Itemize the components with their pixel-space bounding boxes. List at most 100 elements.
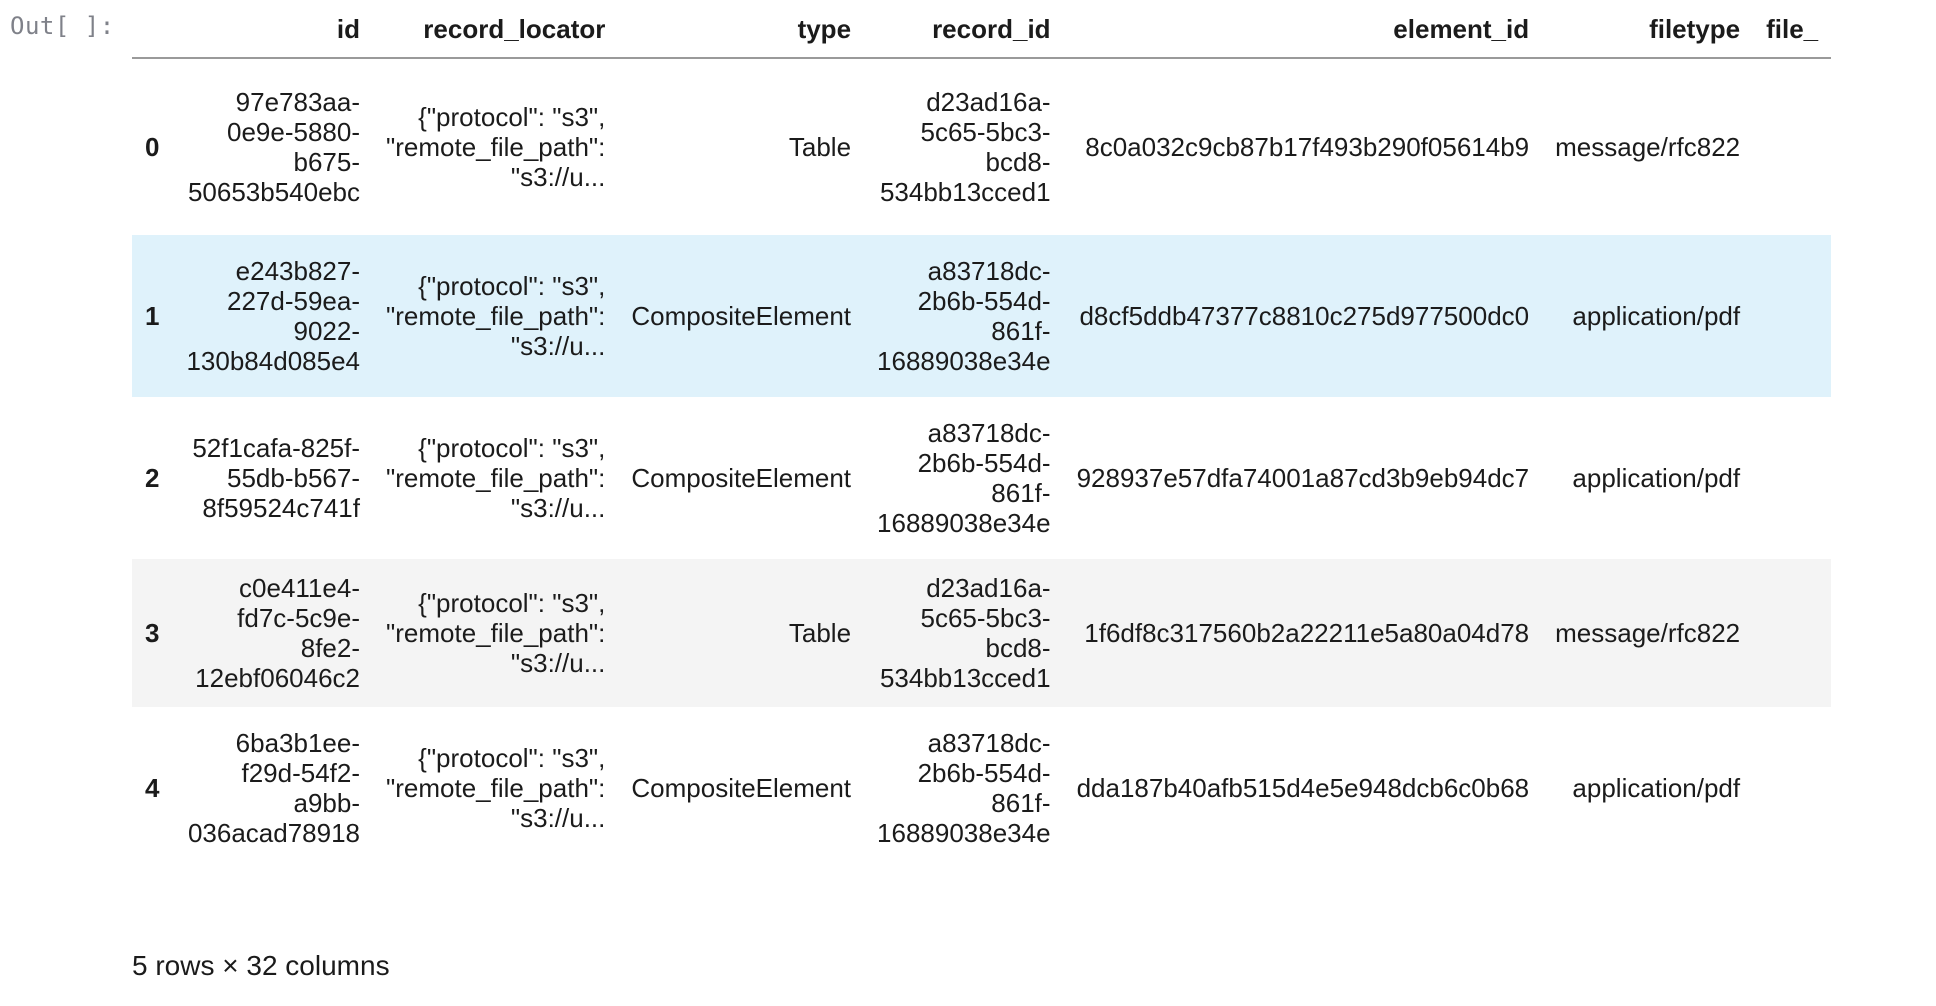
cell-type: CompositeElement (631, 773, 852, 803)
column-header-record-locator[interactable]: record_locator (373, 0, 619, 59)
cell-record-id-line: 16889038e34e (877, 508, 1051, 538)
cell-record-id-line: 861f- (991, 316, 1051, 346)
cell-record-locator-line: "remote_file_path": (386, 618, 606, 648)
cell-filetype: message/rfc822 (1555, 132, 1741, 162)
cell-record-id-line: a83718dc- (927, 728, 1051, 758)
cell-record-locator: {"protocol": "s3","remote_file_path":"s3… (373, 235, 618, 397)
cell-record-id-line: 16889038e34e (877, 818, 1051, 848)
cell-id-line: a9bb- (293, 788, 361, 818)
cell-id-line: 6ba3b1ee- (235, 728, 360, 758)
cell-id-line: 97e783aa- (235, 87, 360, 117)
cell-id-line: e243b827- (235, 256, 360, 286)
cell-element-id: 1f6df8c317560b2a22211e5a80a04d78 (1084, 618, 1530, 648)
cell-id-line: c0e411e4- (239, 573, 360, 603)
dataframe-table: id record_locator type record_id element… (132, 0, 1832, 869)
cell-record-locator-line: {"protocol": "s3", (418, 588, 606, 618)
table-row[interactable]: 4 6ba3b1ee-f29d-54f2-a9bb-036acad78918 {"p… (132, 707, 1831, 869)
cell-id-line: 9022- (293, 316, 361, 346)
cell-record-locator-line: "s3://u... (510, 162, 606, 192)
column-header-filetype[interactable]: filetype (1542, 0, 1754, 59)
cell-record-locator-line: {"protocol": "s3", (418, 433, 606, 463)
cell-id-line: 130b84d085e4 (186, 346, 360, 376)
cell-element-id: 928937e57dfa74001a87cd3b9eb94dc7 (1076, 463, 1530, 493)
table-row[interactable]: 0 97e783aa-0e9e-5880-b675-50653b540ebc {"p… (132, 58, 1831, 235)
cell-id-line: 50653b540ebc (187, 177, 360, 207)
cell-id: 6ba3b1ee-f29d-54f2-a9bb-036acad78918 (173, 707, 373, 869)
cell-record-locator-line: "s3://u... (510, 493, 606, 523)
dataframe-shape-summary: 5 rows × 32 columns (132, 950, 390, 981)
cell-id: 97e783aa-0e9e-5880-b675-50653b540ebc (173, 58, 373, 235)
cell-filetype: message/rfc822 (1555, 618, 1741, 648)
cell-file-truncated (1753, 707, 1831, 869)
cell-id-line: 55db-b567- (227, 463, 360, 493)
cell-element-id: 8c0a032c9cb87b17f493b290f05614b9 (1085, 132, 1530, 162)
cell-record-id-line: 861f- (991, 788, 1051, 818)
cell-record-id: a83718dc-2b6b-554d-861f-16889038e34e (864, 235, 1064, 397)
cell-id-line: b675- (293, 147, 361, 177)
index-header (132, 0, 174, 59)
cell-record-id-line: 2b6b-554d- (917, 448, 1051, 478)
row-index: 3 (145, 618, 160, 648)
row-index: 1 (145, 301, 160, 331)
cell-type: Table (788, 132, 852, 162)
cell-record-locator-line: {"protocol": "s3", (418, 743, 606, 773)
row-index: 0 (145, 132, 160, 162)
column-header-id[interactable]: id (173, 0, 373, 59)
cell-id-line: 227d-59ea- (227, 286, 360, 316)
row-index: 2 (145, 463, 160, 493)
cell-record-id-line: 861f- (991, 478, 1051, 508)
column-header-type[interactable]: type (618, 0, 865, 59)
column-header-file-truncated[interactable]: file_ (1753, 0, 1832, 59)
cell-record-id-line: bcd8- (985, 633, 1051, 663)
cell-record-id: a83718dc-2b6b-554d-861f-16889038e34e (864, 707, 1064, 869)
cell-record-locator-line: "remote_file_path": (386, 132, 606, 162)
row-index: 4 (145, 773, 160, 803)
cell-id-line: 8f59524c741f (202, 493, 360, 523)
cell-record-id-line: 2b6b-554d- (917, 758, 1051, 788)
cell-record-id-line: 16889038e34e (877, 346, 1051, 376)
cell-record-locator-line: "s3://u... (510, 803, 606, 833)
cell-record-id-line: a83718dc- (927, 256, 1051, 286)
cell-element-id: dda187b40afb515d4e5e948dcb6c0b68 (1076, 773, 1530, 803)
cell-record-locator: {"protocol": "s3","remote_file_path":"s3… (373, 397, 618, 559)
cell-filetype: application/pdf (1572, 301, 1741, 331)
cell-record-locator: {"protocol": "s3","remote_file_path":"s3… (373, 559, 618, 707)
column-header-record-id[interactable]: record_id (864, 0, 1064, 59)
dataframe-container[interactable]: id record_locator type record_id element… (132, 0, 1936, 869)
cell-record-id: d23ad16a-5c65-5bc3-bcd8-534bb13cced1 (864, 58, 1064, 235)
cell-id-line: f29d-54f2- (241, 758, 360, 788)
cell-record-id-line: 5c65-5bc3- (920, 603, 1051, 633)
cell-record-id-line: 534bb13cced1 (879, 663, 1051, 693)
column-header-element-id[interactable]: element_id (1063, 0, 1543, 59)
cell-id: e243b827-227d-59ea-9022-130b84d085e4 (173, 235, 373, 397)
cell-id-line: fd7c-5c9e- (237, 603, 360, 633)
cell-record-locator-line: {"protocol": "s3", (418, 271, 606, 301)
cell-record-id: a83718dc-2b6b-554d-861f-16889038e34e (864, 397, 1064, 559)
cell-file-truncated (1753, 559, 1831, 707)
cell-id: c0e411e4-fd7c-5c9e-8fe2-12ebf06046c2 (173, 559, 373, 707)
cell-record-locator-line: {"protocol": "s3", (418, 102, 606, 132)
cell-id: 52f1cafa-825f-55db-b567-8f59524c741f (173, 397, 373, 559)
cell-id-line: 036acad78918 (187, 818, 360, 848)
cell-type: CompositeElement (631, 463, 852, 493)
cell-file-truncated (1753, 235, 1831, 397)
cell-file-truncated (1753, 58, 1831, 235)
cell-record-locator-line: "remote_file_path": (386, 463, 606, 493)
cell-record-id-line: 534bb13cced1 (879, 177, 1051, 207)
cell-record-id-line: d23ad16a- (926, 573, 1051, 603)
cell-element-id: d8cf5ddb47377c8810c275d977500dc0 (1079, 301, 1530, 331)
cell-filetype: application/pdf (1572, 463, 1741, 493)
cell-type: CompositeElement (631, 301, 852, 331)
cell-file-truncated (1753, 397, 1831, 559)
cell-id-line: 52f1cafa-825f- (192, 433, 360, 463)
cell-id-line: 0e9e-5880- (227, 117, 360, 147)
cell-id-line: 8fe2- (300, 633, 360, 663)
cell-id-line: 12ebf06046c2 (195, 663, 360, 693)
table-header: id record_locator type record_id element… (132, 0, 1832, 59)
cell-record-locator-line: "remote_file_path": (386, 301, 606, 331)
